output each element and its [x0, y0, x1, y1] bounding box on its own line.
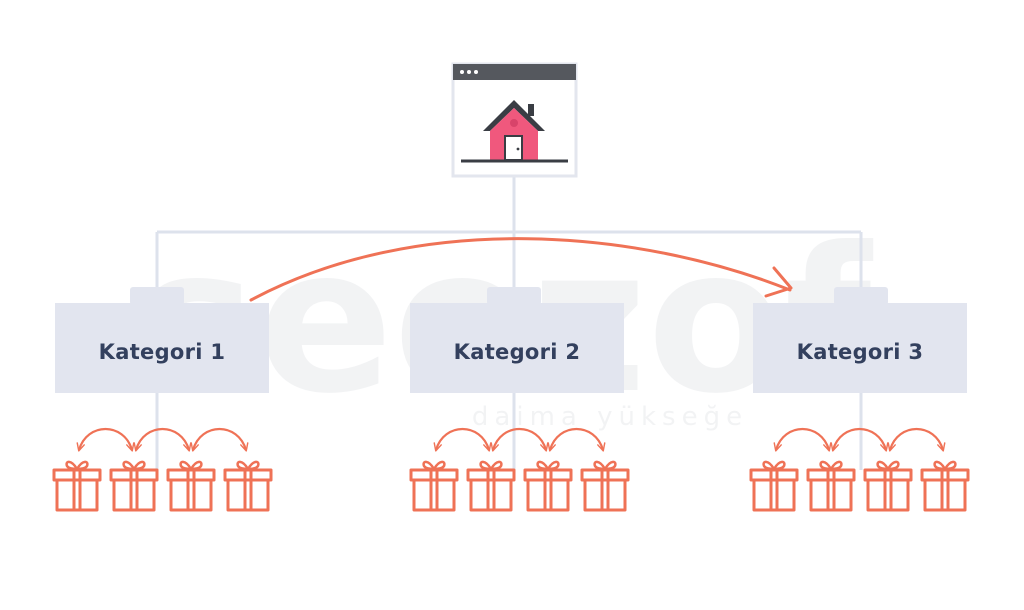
category-label-2: Kategori 2 [453, 340, 581, 364]
category-label-1: Kategori 1 [98, 340, 226, 364]
house-body-icon [490, 108, 538, 160]
house-door-icon [504, 135, 523, 161]
product-groups [52, 427, 970, 512]
product-link-arrow [830, 427, 889, 452]
house-window-icon [510, 119, 518, 127]
folder-tab-icon [130, 287, 184, 305]
gift-box-icon [223, 460, 273, 512]
gift-box-icon [580, 460, 630, 512]
product-group-2 [409, 427, 630, 512]
product-link-arrow [433, 427, 492, 452]
gift-box-icon [920, 460, 970, 512]
gift-box-icon [523, 460, 573, 512]
browser-dot-icon [460, 70, 464, 74]
door-knob-icon [516, 147, 520, 151]
gift-box-icon [409, 460, 459, 512]
house-chimney [528, 104, 534, 116]
folder-body [410, 303, 624, 393]
folder-tab-icon [487, 287, 541, 305]
house-roof-icon [483, 100, 545, 131]
product-link-arrow [547, 427, 606, 452]
folder-tab-icon [834, 287, 888, 305]
product-link-arrow [190, 427, 249, 452]
category-label-3: Kategori 3 [796, 340, 924, 364]
gift-box-icon [863, 460, 913, 512]
browser-dot-icon [474, 70, 478, 74]
category-folders [55, 287, 967, 393]
gift-box-icon [166, 460, 216, 512]
product-link-arrow [773, 427, 832, 452]
gift-box-icon [749, 460, 799, 512]
product-link-arrow [490, 427, 549, 452]
category-folder-2 [410, 287, 624, 393]
product-link-arrow [76, 427, 135, 452]
tree-connectors [155, 176, 863, 470]
category-folder-1 [55, 287, 269, 393]
product-group-1 [52, 427, 273, 512]
browser-dot-icon [467, 70, 471, 74]
gift-box-icon [466, 460, 516, 512]
folder-body [753, 303, 967, 393]
category-folder-3 [753, 287, 967, 393]
folder-body [55, 303, 269, 393]
gift-box-icon [52, 460, 102, 512]
browser-title-bar [453, 64, 576, 80]
product-link-arrow [887, 427, 946, 452]
cross-link-arrowhead-icon [764, 266, 793, 298]
gift-box-icon [109, 460, 159, 512]
product-link-arrow [133, 427, 192, 452]
gift-box-icon [806, 460, 856, 512]
cross-link-arrow [249, 237, 792, 302]
home-page-icon [451, 62, 578, 178]
product-group-3 [749, 427, 970, 512]
